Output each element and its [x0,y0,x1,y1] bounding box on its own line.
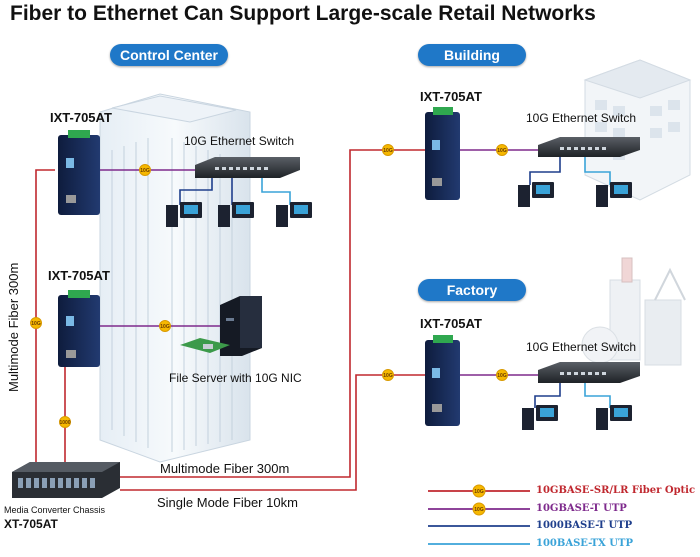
switch-icon [195,157,300,178]
converter-icon [58,130,100,215]
svg-text:10G: 10G [140,168,150,174]
converter-label: IXT-705AT [420,89,482,104]
link-label-multimode-vertical: Multimode Fiber 300m [6,262,21,392]
control-center-tower [99,93,251,463]
svg-text:10G: 10G [474,489,484,495]
chassis-label: Media Converter Chassis [4,505,106,515]
legend-swatches: 10G 10G [428,484,530,545]
converter-label: IXT-705AT [420,316,482,331]
svg-text:10G: 10G [383,148,393,154]
svg-text:10G: 10G [383,373,393,379]
converter-label: IXT-705AT [50,110,112,125]
converter-icon [425,107,460,200]
fiber-badge: 10G [30,317,42,329]
switch-icon [538,137,640,157]
converter-icon [58,290,100,367]
fiber-badge: 10G [382,369,394,381]
chassis-icon [12,462,120,498]
chassis-model-label: XT-705AT [4,517,58,531]
fiber-badge: 10G [139,164,151,176]
switch-label: 10G Ethernet Switch [184,134,295,148]
svg-text:10G: 10G [160,324,170,330]
svg-text:10G: 10G [31,321,41,327]
converter-label: IXT-705AT [48,268,110,283]
fiber-badge: 1000 [59,416,71,428]
building-illustration [583,59,692,201]
switch-icon [538,362,640,383]
fiber-badges: 10G 10G 10G 10G 10G 10G 10G 1000 [30,144,508,428]
site-badge-control-center: Control Center [110,44,228,66]
fiber-badge: 10G [496,369,508,381]
legend-label-100base-tx: 100BASE-TX UTP [536,538,633,549]
file-server-label: File Server with 10G NIC [169,371,302,385]
svg-text:1000: 1000 [59,420,70,426]
fiber-badge: 10G [159,320,171,332]
svg-text:10G: 10G [497,148,507,154]
factory-illustration [581,257,686,366]
fiber-badge: 10G [382,144,394,156]
switch-label: 10G Ethernet Switch [526,111,637,125]
svg-text:10G: 10G [497,373,507,379]
link-label-multimode: Multimode Fiber 300m [160,461,290,476]
legend-label-fiber: 10GBASE-SR/LR Fiber Optic [536,485,696,496]
workstation-icons [166,182,632,430]
file-server-icon [180,296,262,356]
site-badge-building: Building [418,44,526,66]
link-label-single-mode: Single Mode Fiber 10km [157,495,298,510]
legend-label-10gbase-t: 10GBASE-T UTP [536,503,627,514]
page-title: Fiber to Ethernet Can Support Large-scal… [10,2,596,25]
converter-icon [425,335,460,426]
svg-text:10G: 10G [474,507,484,513]
fiber-badge: 10G [496,144,508,156]
legend-label-1000base-t: 1000BASE-T UTP [536,520,633,531]
site-badge-factory: Factory [418,279,526,301]
switch-label: 10G Ethernet Switch [526,340,637,354]
